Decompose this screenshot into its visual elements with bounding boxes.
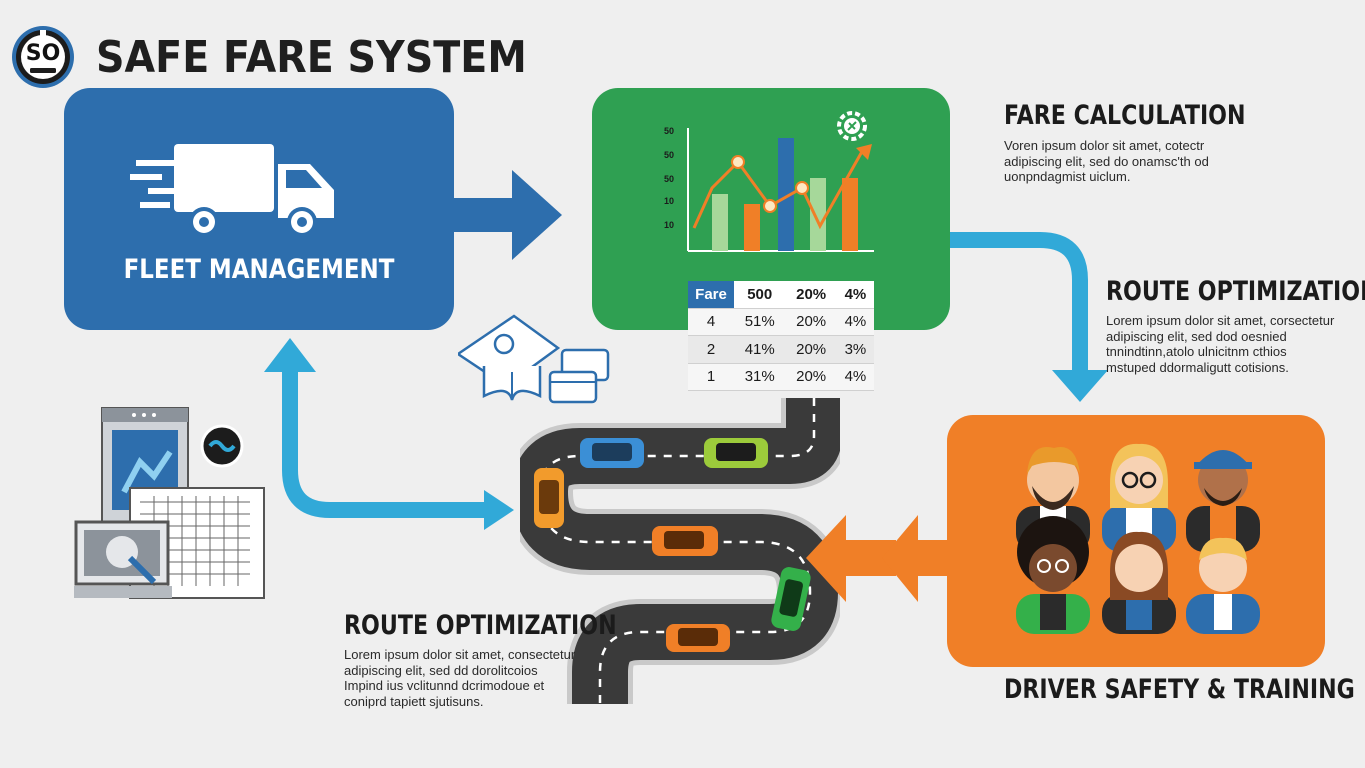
- car-icon: [666, 624, 730, 652]
- car-icon: [771, 567, 811, 631]
- table-cell: 4%: [836, 363, 874, 391]
- fare-table: Fare 500 20% 4% 4 51% 20% 4% 2 41% 20% 3…: [688, 281, 874, 391]
- arrow-fare-to-route: [950, 232, 1088, 372]
- table-cell: 31%: [734, 363, 786, 391]
- route-optimization-text-bottom: Lorem ipsum dolor sit amet, consectetur …: [344, 647, 576, 709]
- safe-fare-logo-icon: [12, 26, 74, 88]
- table-cell: 3%: [836, 335, 874, 364]
- table-cell: Fare: [688, 281, 734, 309]
- driver-safety-label: DRIVER SAFETY & TRAINING: [1004, 674, 1355, 705]
- table-cell: 4%: [836, 308, 874, 336]
- chart-tick: 50: [664, 150, 675, 160]
- car-icon: [704, 438, 768, 468]
- arrow-fare-to-route-head: [1052, 370, 1108, 402]
- chart-tick: 10: [664, 196, 675, 206]
- fare-bar-chart: [687, 128, 874, 252]
- fare-calculation-title: FARE CALCULATION: [1004, 100, 1246, 131]
- document-cards-icon: [458, 314, 610, 404]
- table-cell: 41%: [734, 335, 786, 364]
- chart-bar: [712, 194, 728, 251]
- winding-road: [520, 398, 840, 705]
- table-cell: 500: [734, 281, 786, 309]
- table-cell: 51%: [734, 308, 786, 336]
- table-row: Fare 500 20% 4%: [688, 281, 874, 309]
- chart-arrow-head: [856, 144, 872, 160]
- table-row: 4 51% 20% 4%: [688, 308, 874, 336]
- arrow-fleet-to-fare: [440, 170, 562, 260]
- chart-tick: 10: [664, 220, 675, 230]
- chart-bar: [744, 204, 760, 251]
- chart-point: [795, 181, 809, 195]
- chart-point: [731, 155, 745, 169]
- logo-text: SO: [25, 41, 61, 66]
- chart-tick: 50: [664, 174, 675, 184]
- chart-tick: 50: [664, 126, 675, 136]
- chart-bar: [778, 138, 794, 251]
- page-title: SAFE FARE SYSTEM: [96, 32, 527, 83]
- person-icon: [1102, 531, 1176, 634]
- table-cell: 20%: [785, 335, 837, 364]
- table-cell: 20%: [785, 308, 837, 336]
- person-icon: [1186, 537, 1260, 634]
- arrow-to-road-head: [484, 490, 514, 530]
- truck-icon: [130, 144, 334, 237]
- table-cell: 20%: [785, 281, 837, 309]
- chart-bar: [810, 178, 826, 251]
- gear-icon: [837, 111, 867, 141]
- car-icon: [580, 438, 644, 468]
- drivers-group-icon: [1016, 443, 1260, 634]
- table-row: 2 41% 20% 3%: [688, 335, 874, 364]
- route-optimization-title-top: ROUTE OPTIMIZATION: [1106, 276, 1365, 307]
- car-icon: [652, 526, 718, 556]
- table-cell: 20%: [785, 363, 837, 391]
- table-cell: 1: [688, 363, 734, 391]
- car-icon: [534, 468, 564, 528]
- person-icon: [1186, 450, 1260, 552]
- table-row: 1 31% 20% 4%: [688, 363, 874, 391]
- monitoring-devices-icon: [74, 407, 265, 599]
- route-optimization-text-top: Lorem ipsum dolor sit amet, corsectetur …: [1106, 313, 1335, 375]
- chart-point: [763, 199, 777, 213]
- fleet-management-label: FLEET MANAGEMENT: [123, 254, 395, 285]
- table-cell: 4: [688, 308, 734, 336]
- route-optimization-title-bottom: ROUTE OPTIMIZATION: [344, 610, 617, 641]
- table-cell: 4%: [836, 281, 874, 309]
- arrow-road-to-fleet-head: [264, 338, 316, 372]
- fare-calculation-text: Voren ipsum dolor sit amet, cotectr adip…: [1004, 138, 1209, 184]
- arrow-road-to-fleet: [282, 372, 488, 518]
- arrow-driver-to-road: [806, 515, 954, 602]
- person-icon: [1016, 516, 1090, 634]
- table-cell: 2: [688, 335, 734, 364]
- chart-bar: [842, 178, 858, 251]
